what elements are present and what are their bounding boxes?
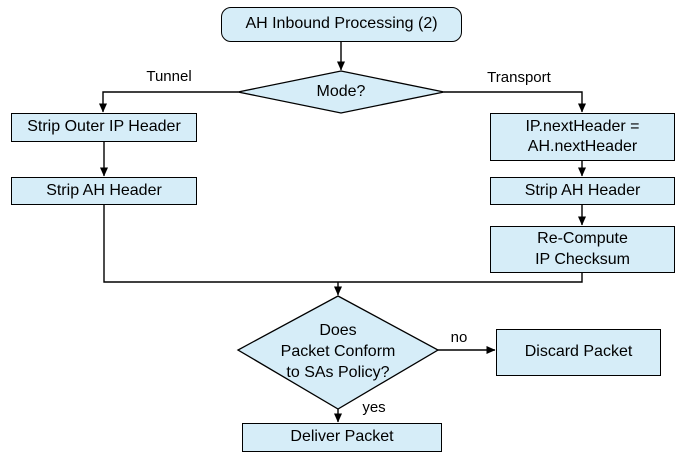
transport-branch-label: Transport — [487, 69, 551, 86]
strip-ah-header-right-node: Strip AH Header — [490, 177, 675, 205]
deliver-packet-node: Deliver Packet — [242, 423, 442, 452]
ah-inbound-processing-node: AH Inbound Processing (2) — [221, 7, 462, 42]
edge-merge-line — [103, 205, 583, 283]
mode-decision-shape — [237, 70, 445, 114]
strip-ah-header-left-node: Strip AH Header — [11, 177, 197, 205]
edge-mode-transport — [444, 91, 586, 113]
discard-packet-node: Discard Packet — [496, 329, 661, 376]
ip-nextheader-node: IP.nextHeader = AH.nextHeader — [490, 113, 675, 161]
tunnel-branch-label: Tunnel — [146, 68, 192, 85]
strip-outer-ip-header-node: Strip Outer IP Header — [11, 113, 197, 142]
recompute-ip-checksum-node: Re-Compute IP Checksum — [490, 226, 675, 273]
yes-branch-label: yes — [362, 399, 386, 416]
no-branch-label: no — [450, 329, 468, 346]
policy-decision-shape — [236, 295, 440, 410]
edge-mode-tunnel — [99, 91, 238, 113]
